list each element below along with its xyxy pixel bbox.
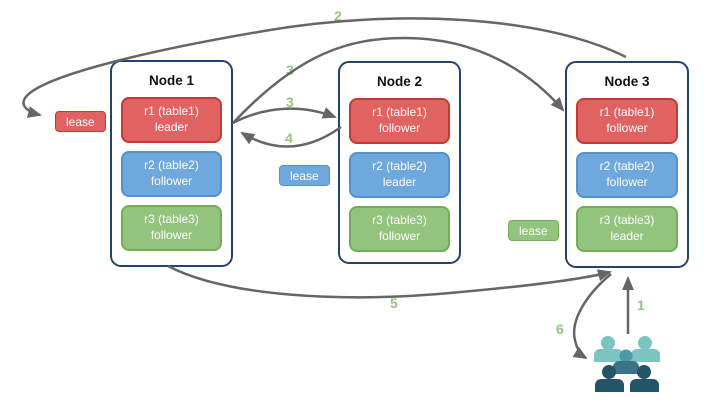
replica-role: leader (610, 229, 644, 243)
lease-badge-green: lease (508, 220, 559, 241)
lease-badge-red: lease (55, 111, 106, 132)
user-figure-dark-right (630, 365, 659, 392)
replica-role: follower (150, 228, 193, 242)
step-label-4: 4 (285, 130, 293, 146)
node-2-replica-r1-table1: r1 (table1) follower (349, 98, 450, 144)
step-label-3b: 3 (286, 94, 294, 110)
replica-name: r1 (table1) (599, 105, 655, 120)
node-3: Node 3 r1 (table1) follower r2 (table2) … (565, 61, 689, 268)
replica-name: r2 (table2) (599, 159, 655, 174)
node-2-replica-r3-table3: r3 (table3) follower (349, 206, 450, 252)
step-label-2: 2 (334, 8, 342, 24)
node-1-replica-r2-table2: r2 (table2) follower (121, 151, 222, 197)
users-group-icon (594, 336, 660, 392)
replica-name: r1 (table1) (372, 105, 427, 120)
replica-name: r3 (table3) (372, 213, 427, 228)
replica-role: follower (150, 174, 193, 188)
arrow-step-5 (167, 264, 612, 299)
replica-role: follower (606, 121, 648, 135)
replica-name: r2 (table2) (144, 158, 199, 173)
node-3-replica-r3-table3: r3 (table3) leader (576, 206, 678, 252)
step-label-5: 5 (390, 295, 398, 311)
replica-name: r2 (table2) (372, 159, 427, 174)
lease-badge-blue: lease (279, 165, 330, 186)
user-figure-dark-left (595, 365, 624, 392)
replica-role: follower (378, 121, 421, 135)
replica-name: r3 (table3) (599, 213, 655, 228)
replica-name: r3 (table3) (144, 212, 199, 227)
user-figure-light-right (631, 336, 660, 362)
arrow-step-6 (572, 273, 612, 360)
replica-role: follower (606, 175, 648, 189)
node-3-title: Node 3 (604, 74, 650, 89)
node-2-replica-r2-table2: r2 (table2) leader (349, 152, 450, 198)
node-1-replica-r1-table1: r1 (table1) leader (121, 97, 222, 143)
node-1-title: Node 1 (148, 73, 194, 88)
replica-role: leader (154, 120, 189, 134)
replica-name: r1 (table1) (144, 104, 199, 119)
replica-role: follower (378, 229, 421, 243)
arrow-step-3-to-node2 (232, 107, 337, 125)
node-3-replica-r2-table2: r2 (table2) follower (576, 152, 678, 198)
replica-role: leader (382, 175, 417, 189)
step-label-6: 6 (556, 321, 564, 337)
step-label-1: 1 (637, 297, 645, 313)
user-figure-light-left (594, 336, 623, 362)
user-figure-mid (613, 349, 639, 374)
step-label-3a: 3 (286, 62, 294, 78)
node-1: Node 1 r1 (table1) leader r2 (table2) fo… (110, 60, 233, 267)
node-2-title: Node 2 (376, 74, 422, 89)
node-2: Node 2 r1 (table1) follower r2 (table2) … (338, 61, 461, 264)
node-3-replica-r1-table1: r1 (table1) follower (576, 98, 678, 144)
node-1-replica-r3-table3: r3 (table3) follower (121, 205, 222, 251)
